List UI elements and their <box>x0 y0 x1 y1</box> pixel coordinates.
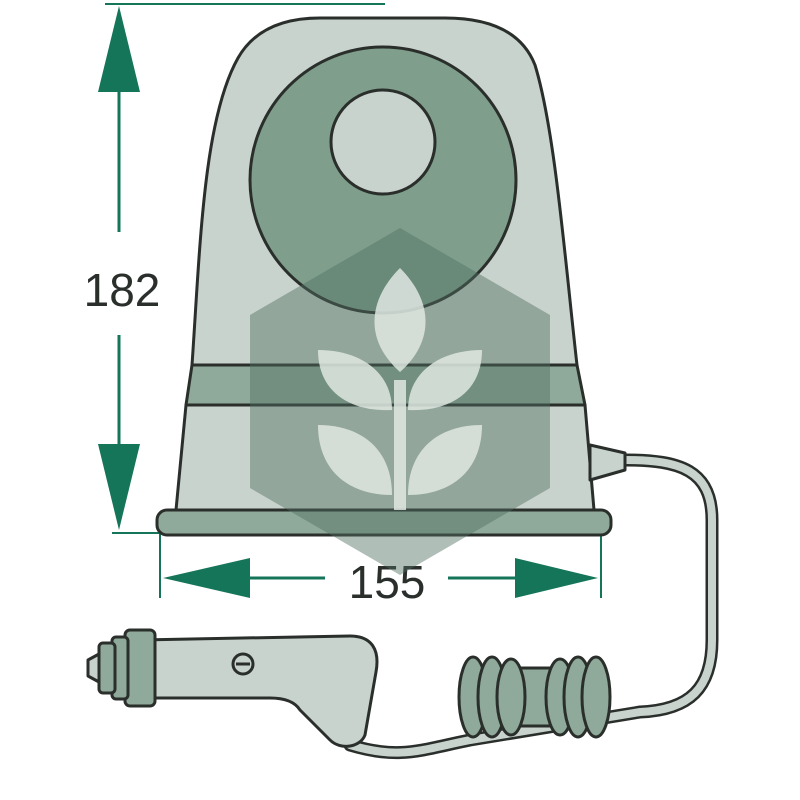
width-dimension-label: 155 <box>349 556 426 608</box>
width-dimension: 155 <box>159 533 602 608</box>
beacon-magnet-foot <box>155 508 613 537</box>
wheat-stem <box>394 380 406 510</box>
coil-ring-6 <box>580 655 612 739</box>
arrow-right-icon <box>515 558 598 598</box>
plug-housing <box>138 634 379 748</box>
wheat-top-leaf <box>374 268 426 372</box>
height-dimension-label: 182 <box>84 264 161 316</box>
lighter-plug <box>86 628 379 748</box>
coil-ring-3 <box>495 657 527 737</box>
arrow-left-icon <box>163 558 250 598</box>
cable-fill <box>346 456 716 757</box>
plug-ring-2 <box>97 641 117 695</box>
cable-coil <box>457 655 612 739</box>
beacon-lamp <box>329 88 437 196</box>
plug-tip <box>86 652 101 684</box>
wheat-left-leaf-upper <box>318 350 392 411</box>
cable-strain-relief <box>588 443 627 482</box>
rotating-beacon-icon <box>155 16 613 537</box>
wheat-icon <box>318 268 482 510</box>
wheat-left-leaf-lower <box>318 425 392 495</box>
arrow-down-icon <box>98 444 140 530</box>
height-dimension: 182 <box>84 3 385 534</box>
wheat-right-leaf-lower <box>408 425 482 495</box>
power-cable <box>343 453 719 760</box>
arrow-up-icon <box>98 6 140 92</box>
grain-hexagon-logo <box>250 228 550 575</box>
wheat-right-leaf-upper <box>408 350 482 411</box>
